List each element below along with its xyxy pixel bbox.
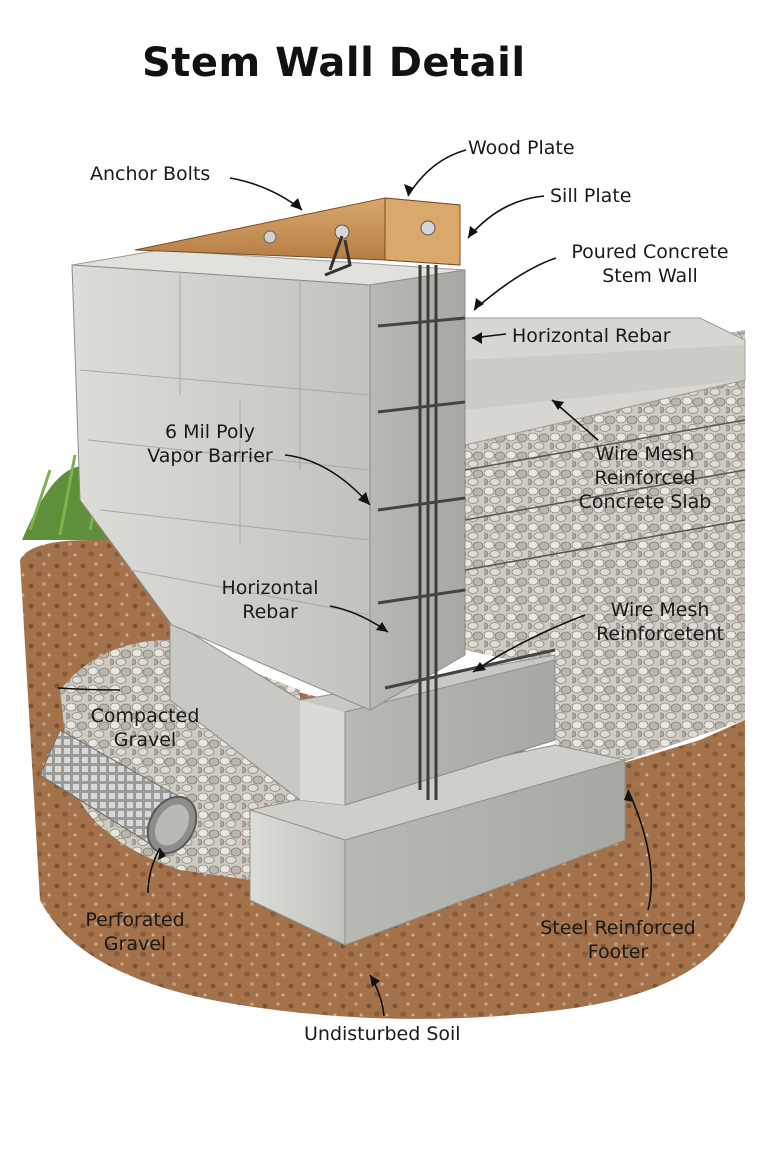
concrete-slab	[464, 317, 746, 446]
wire-mesh	[464, 419, 746, 571]
page-title: Stem Wall Detail	[142, 40, 526, 86]
label-undisturbed-soil: Undisturbed Soil	[304, 1023, 461, 1045]
wood-sill-plate	[134, 197, 461, 277]
label-horizontal-rebar-top: Horizontal Rebar	[512, 325, 671, 347]
leader-arrowheads	[158, 184, 634, 987]
label-wood-plate: Wood Plate	[468, 137, 575, 159]
perforated-drain-pipe	[39, 729, 198, 855]
label-sill-plate: Sill Plate	[550, 185, 632, 207]
vertical-rebar	[418, 265, 438, 800]
stem-base-step	[169, 619, 556, 806]
label-anchor-bolts: Anchor Bolts	[90, 163, 211, 185]
horizontal-rebar	[377, 316, 556, 690]
